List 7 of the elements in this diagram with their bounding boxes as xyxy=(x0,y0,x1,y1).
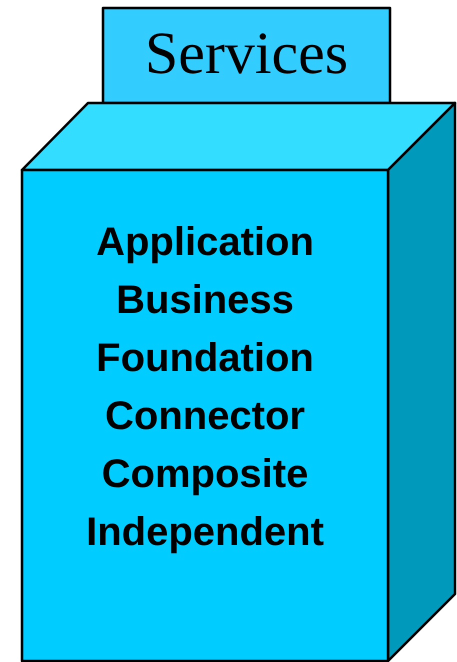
tab-label: Services xyxy=(144,19,350,88)
list-item: Composite xyxy=(100,451,310,498)
list-item: Independent xyxy=(85,509,325,556)
list-item: Application xyxy=(95,219,315,266)
list-item: Foundation xyxy=(95,335,315,382)
list-item: Connector xyxy=(104,393,306,440)
list-item: Business xyxy=(115,277,295,324)
